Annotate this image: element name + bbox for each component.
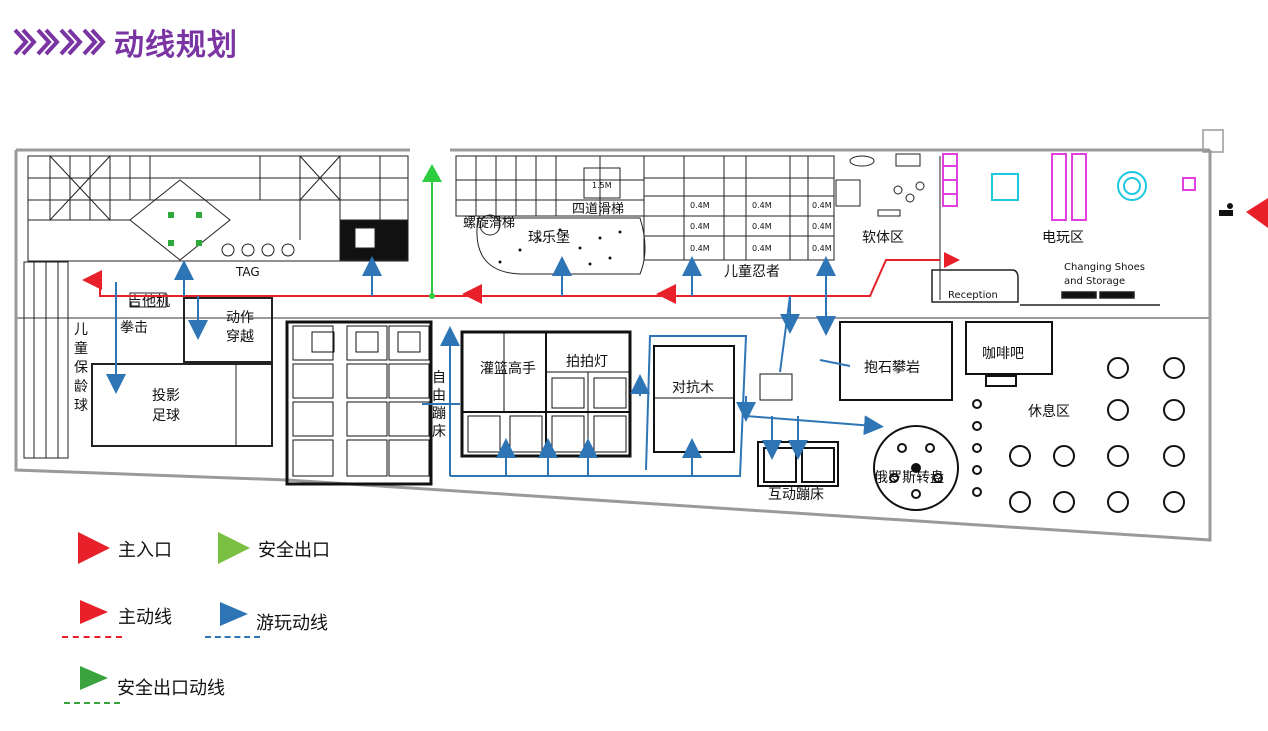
arcade-label: 电玩区 [1042, 230, 1084, 246]
lounge-label: 休息区 [1028, 403, 1070, 420]
ninja-area [643, 155, 835, 261]
exit-route-legend-dash [64, 702, 120, 704]
bouldering-label: 抱石攀岩 [864, 360, 920, 376]
bowling-area [23, 261, 69, 459]
running-person-icon [1219, 203, 1233, 216]
action-label-1: 动作 [226, 310, 254, 326]
svg-text:龄: 龄 [74, 379, 88, 395]
ninja-label: 儿童忍者 [724, 263, 780, 280]
svg-text:0.4M: 0.4M [690, 222, 710, 231]
play-route-legend-dash [205, 636, 260, 638]
ball-castle-label: 球乐堡 [528, 230, 570, 246]
bouldering-area [759, 321, 953, 401]
changing-label-2: and Storage [1064, 276, 1125, 287]
bowling-label: 儿 童 保 龄 球 [74, 322, 88, 414]
svg-text:保: 保 [74, 360, 88, 376]
svg-text:0.4M: 0.4M [690, 201, 710, 210]
projection-area [91, 363, 273, 447]
svg-text:0.4M: 0.4M [752, 244, 772, 253]
tag-label: TAG [235, 265, 260, 279]
main-route-legend-label: 主动线 [118, 607, 172, 628]
svg-text:球: 球 [74, 398, 88, 414]
main-entrance-arrow-icon [1246, 198, 1268, 228]
battle-wood-label: 对抗木 [672, 380, 714, 396]
svg-text:0.4M: 0.4M [812, 244, 832, 253]
projection-label-1: 投影 [152, 388, 180, 404]
svg-text:童: 童 [74, 340, 88, 357]
play-route-legend-icon [220, 602, 248, 626]
trampoline-grid [285, 320, 433, 486]
russian-wheel [873, 425, 959, 511]
cafe-area [965, 321, 1053, 387]
ball-pit-balls [498, 228, 622, 266]
lounge-tables [972, 357, 1185, 513]
changing-label-1: Changing Shoes [1064, 262, 1145, 273]
main-entrance-legend-icon [78, 532, 110, 564]
arcade-cyan-machines [991, 171, 1147, 201]
main-route-legend-dash [62, 636, 122, 638]
svg-text:0.4M: 0.4M [752, 222, 772, 231]
guitar-label: 吉他机 [128, 294, 170, 310]
double-chevron-icon [13, 28, 106, 56]
svg-text:儿: 儿 [74, 322, 88, 338]
interactive-trampoline-label: 互动蹦床 [768, 487, 824, 503]
safety-exit-legend-icon [218, 532, 250, 564]
exit-route-legend-label: 安全出口动线 [117, 678, 225, 699]
cafe-label: 咖啡吧 [982, 346, 1024, 362]
page-title: 动线规划 [12, 22, 238, 63]
action-label-2: 穿越 [226, 329, 254, 345]
guitar-machine [129, 292, 167, 308]
reception-desk [931, 269, 1160, 306]
play-route-lines [106, 256, 884, 477]
svg-text:蹦: 蹦 [432, 406, 446, 422]
action-area [183, 297, 273, 363]
arcade-machines [942, 153, 1196, 221]
battle-wood-area [653, 345, 735, 453]
trampoline-label: 自 由 蹦 床 [432, 370, 446, 440]
svg-text:由: 由 [432, 388, 446, 404]
svg-text:0.4M: 0.4M [812, 201, 832, 210]
exit-route [422, 164, 442, 299]
main-route-arrows [82, 252, 960, 304]
tag-area [27, 155, 409, 262]
safety-exit-legend-label: 安全出口 [258, 540, 330, 561]
main-entrance-legend-label: 主入口 [118, 540, 172, 561]
whack-light-label: 拍拍灯 [566, 354, 608, 370]
basketball-whack-area [460, 330, 632, 458]
spiral-slide-label: 螺旋滑梯 [463, 216, 515, 231]
projection-label-2: 足球 [152, 408, 180, 424]
reception-label: Reception [948, 290, 998, 301]
soft-area-label: 软体区 [862, 230, 904, 246]
exit-route-legend-icon [80, 666, 108, 690]
ninja-height-labels: 0.4M 0.4M 0.4M 0.4M 0.4M 0.4M 0.4M 0.4M … [690, 201, 832, 253]
main-route-legend-icon [80, 600, 108, 624]
basketball-label: 灌篮高手 [480, 360, 536, 377]
russian-wheel-label: 俄罗斯转盘 [874, 469, 944, 486]
boxing-label: 拳击 [120, 320, 148, 336]
svg-text:自: 自 [432, 370, 446, 386]
play-route-legend-label: 游玩动线 [256, 613, 328, 634]
four-lane-slide-label: 四道滑梯 [572, 202, 624, 217]
height-label: 1.5M [592, 181, 612, 190]
soft-area [835, 153, 941, 300]
svg-text:0.4M: 0.4M [752, 201, 772, 210]
page-title-text: 动线规划 [114, 28, 238, 63]
svg-text:0.4M: 0.4M [812, 222, 832, 231]
main-route-line [99, 259, 940, 297]
svg-text:0.4M: 0.4M [690, 244, 710, 253]
svg-text:床: 床 [432, 424, 446, 440]
